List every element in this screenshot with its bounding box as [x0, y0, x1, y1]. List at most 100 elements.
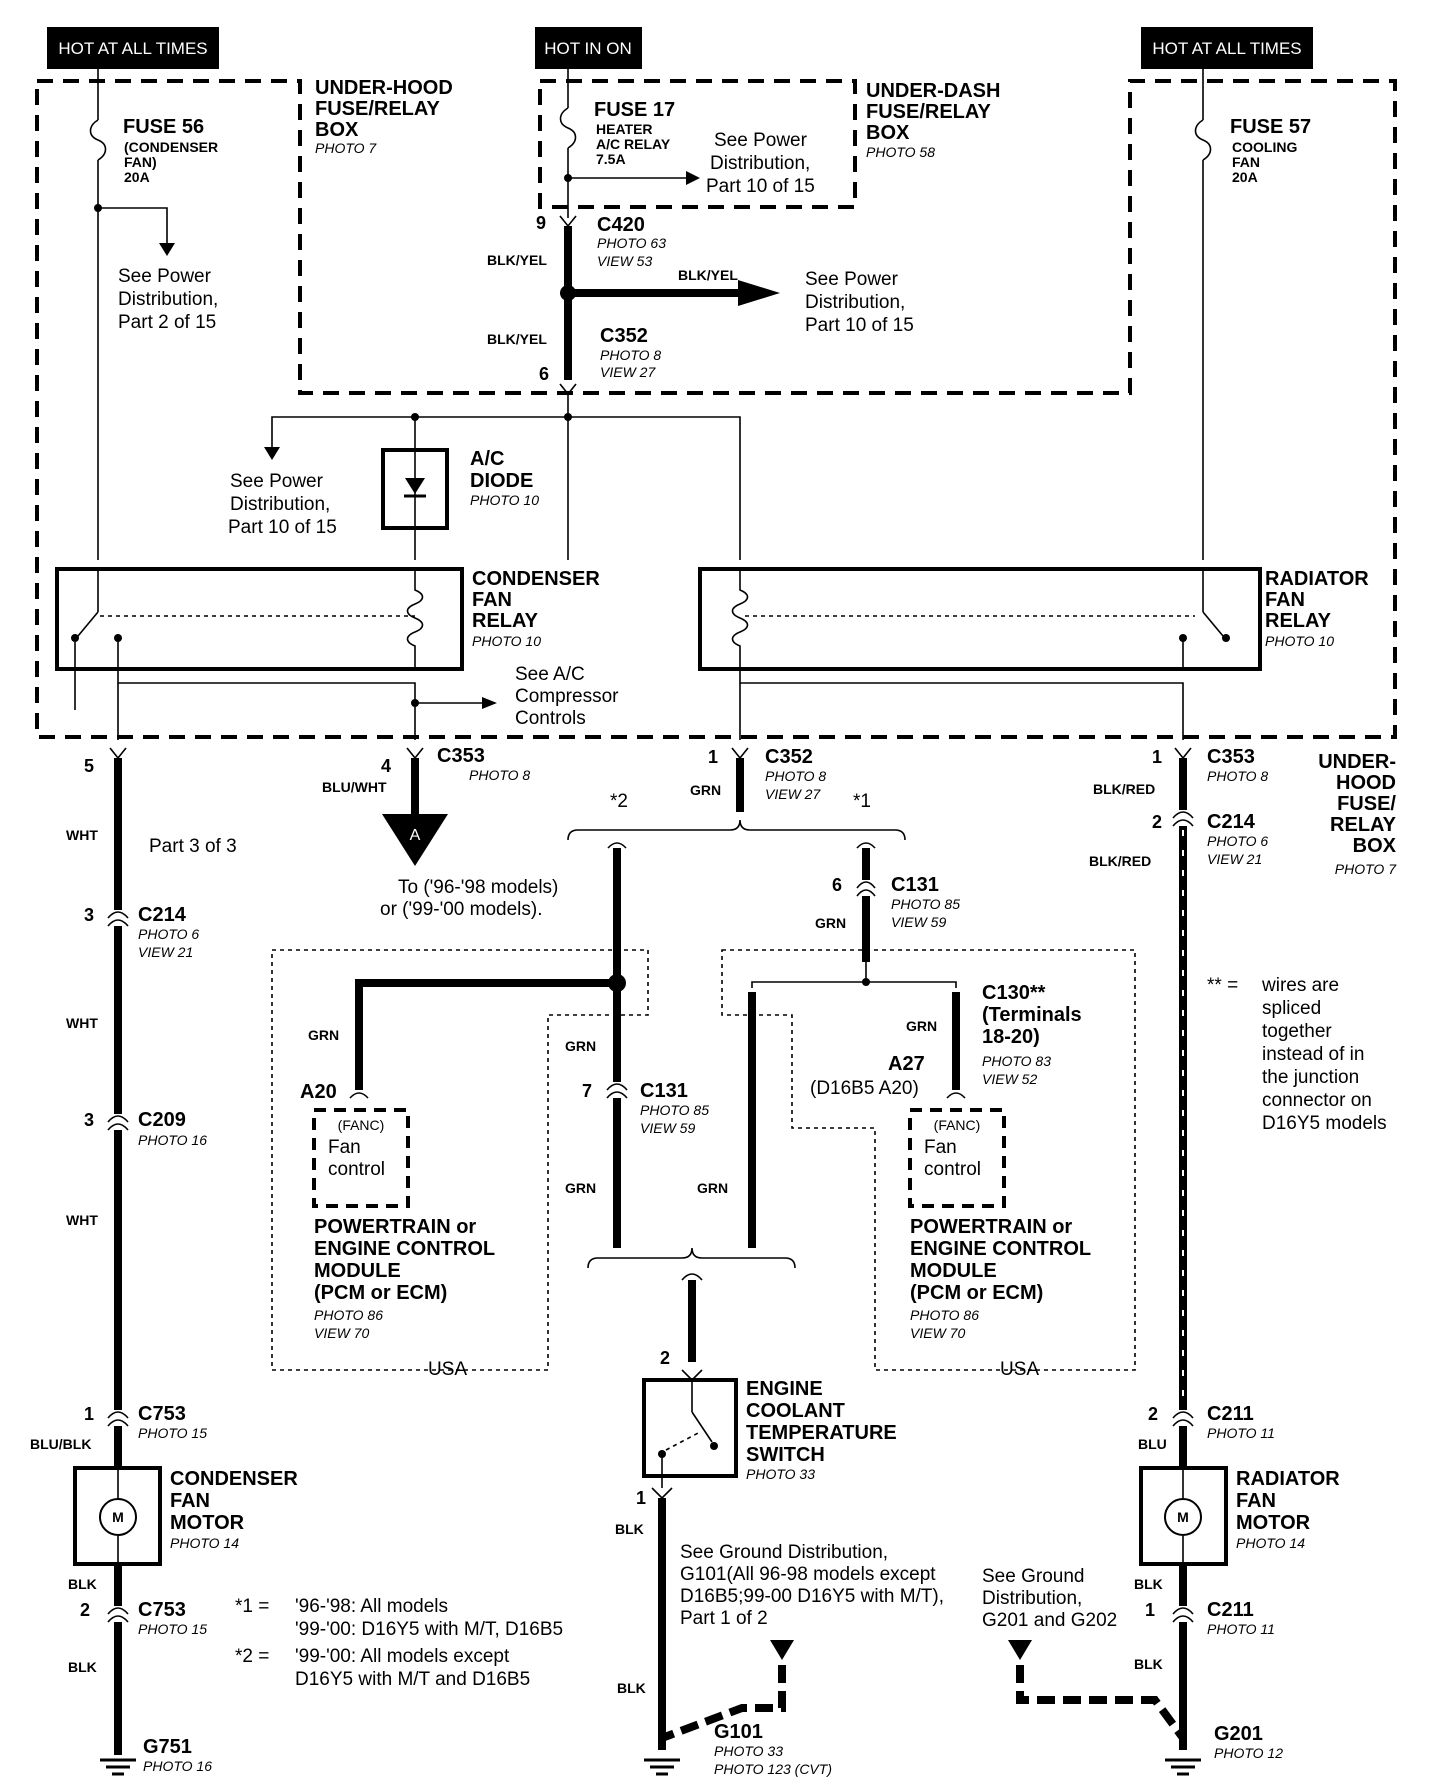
- svg-text:PHOTO 15: PHOTO 15: [138, 1425, 207, 1441]
- svg-text:(PCM or ECM): (PCM or ECM): [910, 1282, 1043, 1304]
- ref-to-models: To ('96-'98 models)or ('99-'00 models).: [380, 877, 558, 920]
- svg-text:G751: G751: [143, 1736, 192, 1758]
- svg-text:PHOTO 11: PHOTO 11: [1207, 1621, 1275, 1637]
- center-feed-wire: [559, 215, 780, 560]
- c131-right-pin: 6: [832, 875, 842, 895]
- wire-label-blk-red-1: BLK/RED: [1093, 781, 1155, 797]
- svg-text:C353: C353: [1207, 746, 1255, 768]
- ground-g101: G101 PHOTO 33 PHOTO 123 (CVT): [714, 1721, 832, 1777]
- wire-label-grn-1: GRN: [690, 782, 721, 798]
- svg-text:C214: C214: [1207, 811, 1256, 833]
- svg-text:** =: ** =: [1207, 975, 1238, 996]
- svg-text:control: control: [328, 1159, 385, 1180]
- wire-label-grn-3: GRN: [906, 1018, 937, 1034]
- ect-pin-1: 1: [636, 1488, 646, 1508]
- svg-text:PHOTO 7: PHOTO 7: [1335, 861, 1397, 877]
- svg-text:FAN: FAN: [472, 589, 512, 611]
- wire-label-blk-red-2: BLK/RED: [1089, 853, 1151, 869]
- svg-text:*2 =: *2 =: [235, 1646, 269, 1667]
- svg-text:PHOTO 7: PHOTO 7: [315, 140, 377, 156]
- svg-text:PHOTO 12: PHOTO 12: [1214, 1745, 1283, 1761]
- svg-text:control: control: [924, 1159, 981, 1180]
- svg-text:G101: G101: [714, 1721, 763, 1743]
- c353-right-label: C353 PHOTO 8: [1207, 746, 1268, 784]
- svg-text:PHOTO 33: PHOTO 33: [714, 1743, 783, 1759]
- svg-text:RELAY: RELAY: [472, 610, 539, 632]
- wire-label-blk-6: BLK: [1134, 1656, 1163, 1672]
- svg-text:VIEW 52: VIEW 52: [982, 1071, 1037, 1087]
- c130-label: C130** (Terminals 18-20) PHOTO 83 VIEW 5…: [982, 982, 1082, 1087]
- condenser-fan-motor-label: CONDENSER FAN MOTOR PHOTO 14: [170, 1468, 298, 1551]
- svg-text:PHOTO 8: PHOTO 8: [600, 347, 661, 363]
- svg-text:C420: C420: [597, 214, 645, 236]
- wire-label-grn-4: GRN: [308, 1027, 339, 1043]
- header-center: HOT IN ON: [535, 27, 642, 69]
- under-hood-box-outline: [35, 79, 1397, 739]
- wire-label-grn-6: GRN: [565, 1180, 596, 1196]
- svg-text:DIODE: DIODE: [470, 470, 533, 492]
- c753-bot-pin: 2: [80, 1600, 90, 1620]
- ref-part3: Part 3 of 3: [149, 836, 237, 857]
- splice-a-label: A: [410, 827, 421, 844]
- svg-text:CONDENSER: CONDENSER: [170, 1468, 298, 1490]
- star-2-label: *2: [610, 791, 628, 812]
- distribution-bus: [264, 413, 741, 560]
- svg-text:RADIATOR: RADIATOR: [1236, 1468, 1340, 1490]
- under-dash-box-outline: [538, 79, 857, 209]
- ect-ground-circuit: [644, 1476, 794, 1776]
- svg-text:PHOTO 16: PHOTO 16: [143, 1758, 212, 1774]
- wire-label-blk-3: BLK: [615, 1521, 644, 1537]
- svg-text:COOLANT: COOLANT: [746, 1400, 845, 1422]
- c214-right-label: C214 PHOTO 6 VIEW 21: [1207, 811, 1268, 867]
- wire-label-grn-5: GRN: [565, 1038, 596, 1054]
- svg-text:RELAY: RELAY: [1265, 610, 1332, 632]
- c131-left-pin: 7: [582, 1081, 592, 1101]
- svg-text:PHOTO 10: PHOTO 10: [472, 633, 541, 649]
- svg-text:C352: C352: [600, 325, 648, 347]
- wire-label-blk-yel-3: BLK/YEL: [487, 331, 547, 347]
- svg-text:C214: C214: [138, 904, 187, 926]
- radiator-fan-motor-label: RADIATOR FAN MOTOR PHOTO 14: [1236, 1468, 1340, 1551]
- wire-label-blu: BLU: [1138, 1436, 1167, 1452]
- ect-pin-2: 2: [660, 1348, 670, 1368]
- svg-text:(Terminals: (Terminals: [982, 1004, 1082, 1026]
- c352-mid-label: C352 PHOTO 8 VIEW 27: [765, 746, 826, 802]
- header-left: HOT AT ALL TIMES: [47, 27, 219, 69]
- splice-a-wire: A: [382, 747, 448, 866]
- svg-text:'99-'00: All models except: '99-'00: All models except: [295, 1646, 510, 1667]
- svg-text:PHOTO 86: PHOTO 86: [910, 1307, 979, 1323]
- svg-text:M: M: [1177, 1509, 1189, 1525]
- star-1-label: *1: [853, 791, 871, 812]
- svg-text:PHOTO 33: PHOTO 33: [746, 1466, 815, 1482]
- header-right: HOT AT ALL TIMES: [1141, 27, 1313, 69]
- svg-text:PHOTO 6: PHOTO 6: [1207, 833, 1268, 849]
- c353-left-label: C353 PHOTO 8: [437, 745, 530, 783]
- svg-text:FUSE 57: FUSE 57: [1230, 116, 1311, 138]
- svg-text:PHOTO 10: PHOTO 10: [470, 492, 539, 508]
- wire-label-blk-yel-2: BLK/YEL: [678, 267, 738, 283]
- ground-g751: G751 PHOTO 16: [143, 1736, 212, 1774]
- left-pin-5: 5: [84, 756, 94, 776]
- a27-label: A27: [888, 1053, 925, 1075]
- svg-text:PHOTO 14: PHOTO 14: [1236, 1535, 1305, 1551]
- svg-text:G201: G201: [1214, 1723, 1263, 1745]
- svg-text:C209: C209: [138, 1109, 186, 1131]
- svg-text:D16Y5 with M/T and D16B5: D16Y5 with M/T and D16B5: [295, 1669, 530, 1690]
- svg-text:(PCM or ECM): (PCM or ECM): [314, 1282, 447, 1304]
- c352-top-pin: 6: [539, 364, 549, 384]
- svg-text:C753: C753: [138, 1403, 186, 1425]
- c211-top-pin: 2: [1148, 1404, 1158, 1424]
- relay-output-wires: [117, 669, 1184, 740]
- svg-text:PHOTO 86: PHOTO 86: [314, 1307, 383, 1323]
- svg-text:'96-'98: All models: '96-'98: All models: [295, 1596, 448, 1617]
